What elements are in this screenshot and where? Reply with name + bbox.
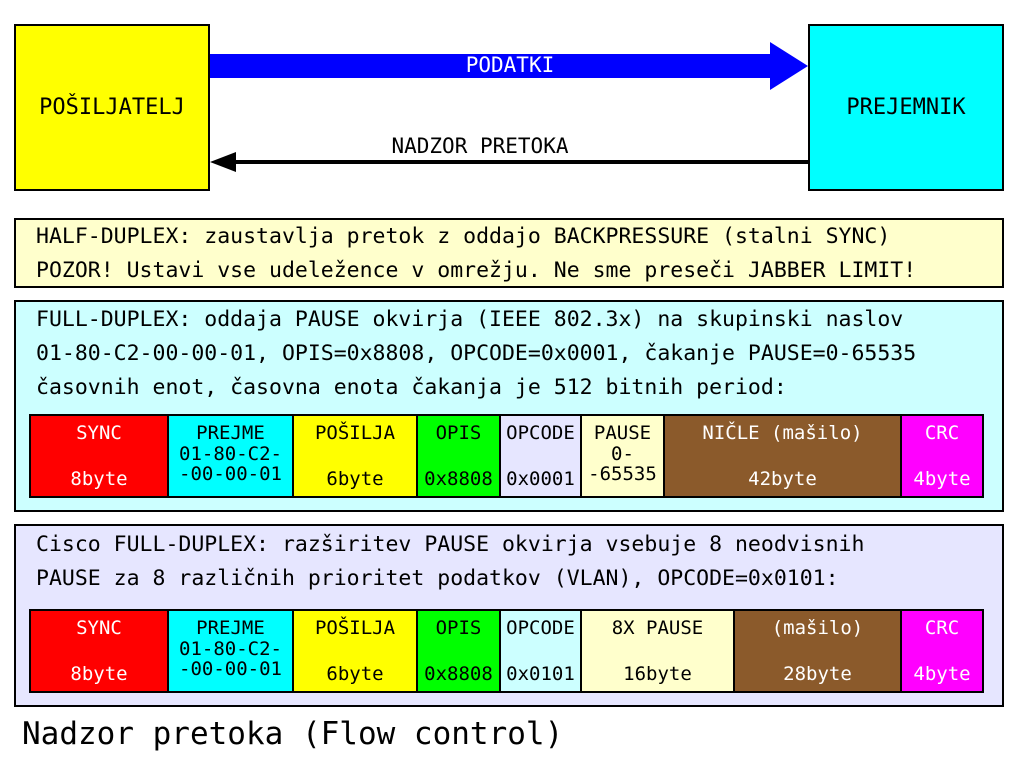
frame-field-name: CRC bbox=[924, 422, 960, 444]
full-duplex-panel: FULL-DUPLEX: oddaja PAUSE okvirja (IEEE … bbox=[14, 300, 1004, 512]
full-duplex-line-2: 01-80-C2-00-00-01, OPIS=0x8808, OPCODE=0… bbox=[36, 341, 917, 366]
frame-field-name: (mašilo) bbox=[771, 617, 864, 639]
frame-field-name: SYNC bbox=[76, 617, 122, 639]
frame-field: POŠILJA 6byte bbox=[292, 609, 418, 693]
frame-field: 8X PAUSE 16byte bbox=[580, 609, 735, 693]
half-duplex-panel: HALF-DUPLEX: zaustavlja pretok z oddajo … bbox=[14, 218, 1004, 288]
receiver-box: PREJEMNIK bbox=[808, 24, 1004, 191]
frame-field: OPIS 0x8808 bbox=[416, 414, 501, 498]
frame-field: NIČLE (mašilo) 42byte bbox=[663, 414, 902, 498]
frame-field-value: 4byte bbox=[913, 468, 971, 490]
frame-field-name: SYNC bbox=[76, 422, 122, 444]
sender-box: POŠILJATELJ bbox=[14, 24, 210, 191]
frame-field-name: POŠILJA bbox=[314, 617, 396, 639]
data-arrow-label: PODATKI bbox=[465, 53, 555, 77]
frame-field-value: 0x8808 bbox=[424, 468, 493, 490]
frame-field: OPIS 0x8808 bbox=[416, 609, 501, 693]
frame-field-value: 28byte bbox=[783, 663, 852, 685]
frame-field-name: OPIS bbox=[435, 617, 482, 639]
frame-field-value: 6byte bbox=[326, 468, 384, 490]
flow-control-arrow-label: NADZOR PRETOKA bbox=[391, 134, 569, 158]
sender-label: POŠILJATELJ bbox=[39, 95, 185, 120]
frame-field: (mašilo) 28byte bbox=[733, 609, 902, 693]
frame-field-value: 0- -65535 bbox=[588, 443, 657, 485]
frame-field-value: 8byte bbox=[70, 468, 128, 490]
frame-field-name: NIČLE (mašilo) bbox=[702, 422, 863, 444]
arrows bbox=[210, 42, 808, 172]
frame-field-name: CRC bbox=[924, 617, 960, 639]
frame-field-value: 42byte bbox=[748, 468, 817, 490]
frame-field: SYNC 8byte bbox=[29, 414, 169, 498]
frame-field: SYNC 8byte bbox=[29, 609, 169, 693]
frame-field-value: 0x8808 bbox=[424, 663, 493, 685]
frame-field-name: PAUSE bbox=[593, 422, 652, 444]
frame-field-value: 16byte bbox=[623, 663, 692, 685]
cisco-panel: Cisco FULL-DUPLEX: razširitev PAUSE okvi… bbox=[14, 524, 1004, 707]
half-duplex-line-1: HALF-DUPLEX: zaustavlja pretok z oddajo … bbox=[36, 224, 891, 249]
frame-field-value: 4byte bbox=[913, 663, 971, 685]
frame-field-value: 0x0101 bbox=[506, 663, 575, 685]
frame-field-value: 0x0001 bbox=[506, 468, 575, 490]
frame-field: CRC 4byte bbox=[900, 414, 984, 498]
cisco-line-1: Cisco FULL-DUPLEX: razširitev PAUSE okvi… bbox=[36, 532, 865, 557]
frame-field-value: 8byte bbox=[70, 663, 128, 685]
frame-field-name: PREJME bbox=[196, 617, 265, 639]
frame-field-name: OPCODE bbox=[506, 617, 575, 639]
caption: Nadzor pretoka (Flow control) bbox=[22, 716, 564, 752]
frame-field: OPCODE 0x0101 bbox=[499, 609, 582, 693]
full-duplex-line-3: časovnih enot, časovna enota čakanja je … bbox=[36, 375, 787, 400]
frame-field-name: OPIS bbox=[435, 422, 482, 444]
frame-field-name: POŠILJA bbox=[314, 422, 396, 444]
data-arrow bbox=[210, 42, 808, 90]
frame-field-value: 01-80-C2- -00-00-01 bbox=[179, 638, 282, 680]
frame-field-name: OPCODE bbox=[506, 422, 575, 444]
frame-field: OPCODE 0x0001 bbox=[499, 414, 582, 498]
flow-control-arrow-head bbox=[210, 152, 236, 172]
frame-field: CRC 4byte bbox=[900, 609, 984, 693]
frame-field: POŠILJA 6byte bbox=[292, 414, 418, 498]
frame-field-value: 01-80-C2- -00-00-01 bbox=[179, 443, 282, 485]
frame-field-name: 8X PAUSE bbox=[611, 617, 704, 639]
half-duplex-line-2: POZOR! Ustavi vse udeležence v omrežju. … bbox=[36, 258, 917, 283]
receiver-label: PREJEMNIK bbox=[846, 95, 966, 120]
full-duplex-line-1: FULL-DUPLEX: oddaja PAUSE okvirja (IEEE … bbox=[36, 307, 904, 332]
frame-field-value: 6byte bbox=[326, 663, 384, 685]
cisco-line-2: PAUSE za 8 različnih prioritet podatkov … bbox=[36, 566, 839, 591]
frame-field-name: PREJME bbox=[196, 422, 265, 444]
